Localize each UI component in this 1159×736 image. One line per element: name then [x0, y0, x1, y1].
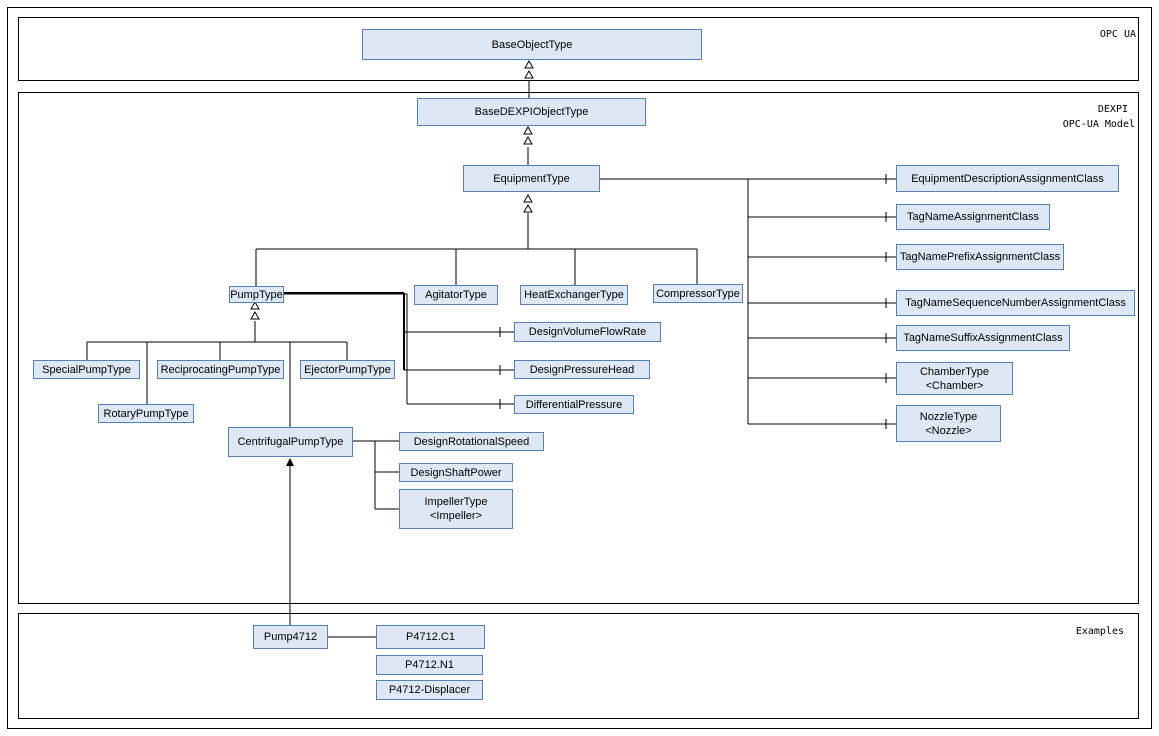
p4712-displacer-node: P4712-Displacer [376, 680, 483, 700]
differential-pressure-node: DifferentialPressure [514, 395, 634, 414]
chamber-type-label: ChamberType [919, 365, 990, 378]
design-rotational-speed-label: DesignRotationalSpeed [413, 435, 530, 448]
rotary-pump-type-label: RotaryPumpType [103, 407, 189, 420]
opcua-panel-label: OPC UA [1099, 29, 1136, 40]
tag-name-suffix-assignment-class-node: TagNameSuffixAssignmentClass [896, 325, 1070, 351]
base-object-type-label: BaseObjectType [491, 38, 573, 51]
opcua-panel [18, 17, 1139, 81]
examples-panel-label: Examples [1075, 626, 1124, 637]
base-object-type-node: BaseObjectType [362, 29, 702, 60]
centrifugal-pump-type-label: CentrifugalPumpType [237, 436, 344, 448]
rotary-pump-type-node: RotaryPumpType [98, 404, 194, 423]
base-dexpi-object-type-node: BaseDEXPIObjectType [417, 98, 646, 126]
design-shaft-power-label: DesignShaftPower [410, 466, 502, 479]
pump4712-label: Pump4712 [263, 631, 318, 643]
pump4712-node: Pump4712 [253, 625, 328, 649]
special-pump-type-node: SpecialPumpType [33, 360, 140, 379]
outer-border [7, 7, 1152, 729]
design-pressure-head-label: DesignPressureHead [529, 363, 635, 376]
p4712-n1-label: P4712.N1 [405, 659, 454, 671]
tag-name-prefix-assignment-class-node: TagNamePrefixAssignmentClass [896, 244, 1064, 270]
agitator-type-label: AgitatorType [425, 289, 487, 301]
impeller-type-node: ImpellerType <Impeller> [399, 489, 513, 529]
tag-name-sequence-number-assignment-class-node: TagNameSequenceNumberAssignmentClass [896, 290, 1135, 316]
equipment-description-assignment-class-node: EquipmentDescriptionAssignmentClass [896, 165, 1119, 192]
agitator-type-node: AgitatorType [414, 285, 498, 305]
special-pump-type-label: SpecialPumpType [42, 363, 131, 376]
dexpi-panel-label-line2: OPC-UA Model [1062, 119, 1135, 130]
design-rotational-speed-node: DesignRotationalSpeed [399, 432, 544, 451]
impeller-stereotype-label: <Impeller> [430, 510, 482, 522]
differential-pressure-label: DifferentialPressure [525, 398, 623, 411]
heat-exchanger-type-label: HeatExchangerType [524, 289, 624, 301]
tag-name-suffix-assignment-class-label: TagNameSuffixAssignmentClass [903, 332, 1063, 344]
tag-name-prefix-assignment-class-label: TagNamePrefixAssignmentClass [899, 251, 1061, 263]
impeller-type-label: ImpellerType [424, 496, 488, 508]
pump-type-label: PumpType [230, 288, 283, 301]
nozzle-type-node: NozzleType <Nozzle> [896, 405, 1001, 442]
equipment-type-node: EquipmentType [463, 165, 600, 192]
equipment-type-label: EquipmentType [493, 172, 570, 185]
design-shaft-power-node: DesignShaftPower [399, 463, 513, 482]
heat-exchanger-type-node: HeatExchangerType [520, 285, 628, 305]
p4712-n1-node: P4712.N1 [376, 655, 483, 675]
tag-name-assignment-class-node: TagNameAssignmentClass [896, 204, 1050, 230]
equipment-description-assignment-class-label: EquipmentDescriptionAssignmentClass [911, 172, 1104, 185]
reciprocating-pump-type-node: ReciprocatingPumpType [157, 360, 284, 379]
pump-type-node: PumpType [229, 286, 284, 303]
nozzle-stereotype-label: <Nozzle> [925, 424, 972, 437]
examples-panel [18, 613, 1139, 719]
ejector-pump-type-node: EjectorPumpType [300, 360, 395, 379]
compressor-type-label: CompressorType [656, 287, 740, 300]
dexpi-panel-label-line1: DEXPI [1097, 104, 1128, 115]
tag-name-assignment-class-label: TagNameAssignmentClass [906, 211, 1040, 223]
base-dexpi-object-type-label: BaseDEXPIObjectType [474, 106, 589, 118]
chamber-stereotype-label: <Chamber> [925, 379, 984, 392]
p4712-displacer-label: P4712-Displacer [388, 684, 471, 696]
design-pressure-head-node: DesignPressureHead [514, 360, 650, 379]
design-volume-flow-rate-label: DesignVolumeFlowRate [528, 326, 647, 338]
p4712-c1-label: P4712.C1 [406, 631, 455, 643]
ejector-pump-type-label: EjectorPumpType [304, 363, 391, 376]
centrifugal-pump-type-node: CentrifugalPumpType [228, 427, 353, 457]
tag-name-sequence-number-assignment-class-label: TagNameSequenceNumberAssignmentClass [905, 297, 1126, 309]
p4712-c1-node: P4712.C1 [376, 625, 485, 649]
compressor-type-node: CompressorType [653, 284, 743, 303]
chamber-type-node: ChamberType <Chamber> [896, 362, 1013, 395]
nozzle-type-label: NozzleType [919, 410, 978, 423]
design-volume-flow-rate-node: DesignVolumeFlowRate [514, 322, 661, 342]
reciprocating-pump-type-label: ReciprocatingPumpType [160, 363, 281, 376]
